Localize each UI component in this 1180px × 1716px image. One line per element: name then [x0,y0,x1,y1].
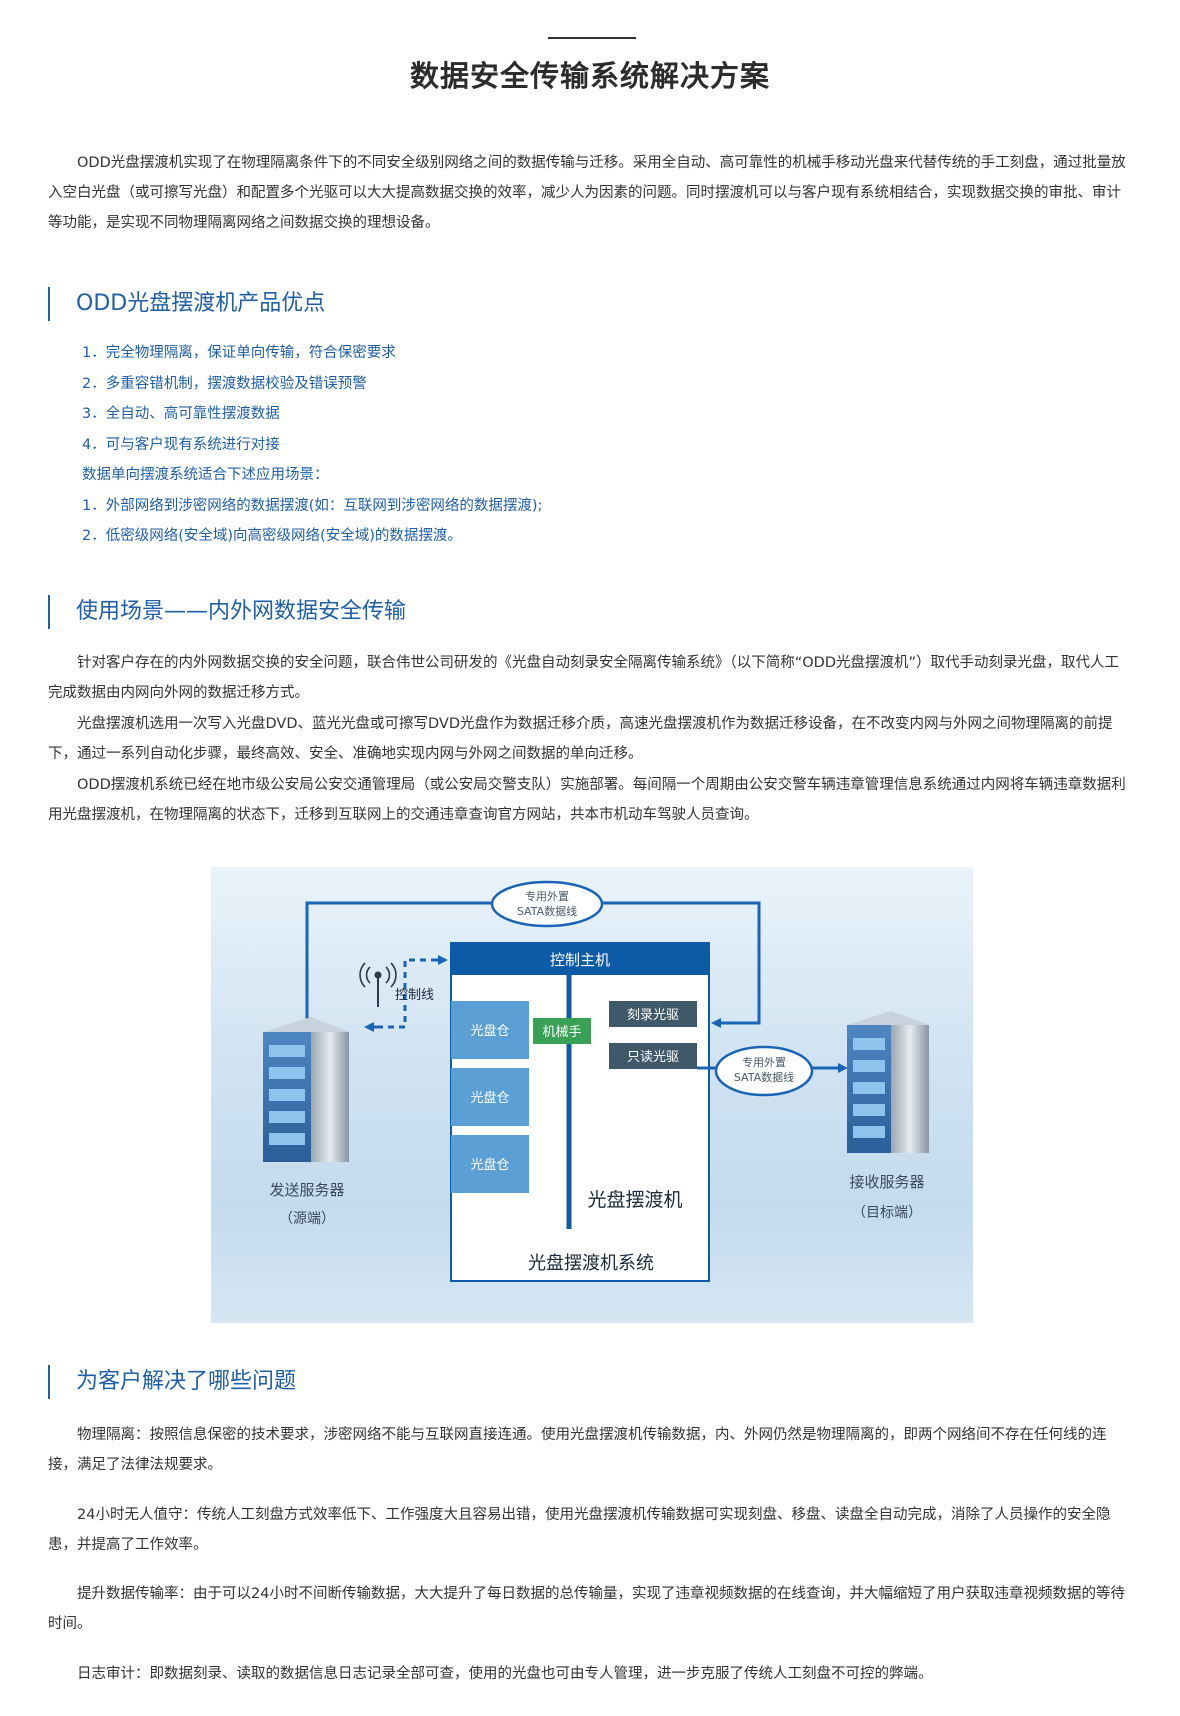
disc-bin-label: 光盘仓 [470,1090,509,1106]
robot-arm-box [533,1018,591,1044]
sender-server-label: 发送服务器 [269,1181,344,1199]
list-item: 4．可与客户现有系统进行对接 [82,436,280,453]
list-item: 1．外部网络到涉密网络的数据摆渡(如：互联网到涉密网络的数据摆渡); [82,497,543,514]
robot-arm-label: 机械手 [542,1025,581,1040]
system-diagram-svg: 控制主机 光盘仓 光盘仓 光盘仓 机械手 刻录光驱 只读光驱 光盘摆渡机 光盘摆… [263,880,929,1282]
list-item: 3．全自动、高可靠性摆渡数据 [82,406,280,422]
control-line-label: 控制线 [395,988,434,1003]
disc-bin-label: 光盘仓 [470,1023,509,1039]
solution-paragraph-throughput: 提升数据传输率：由于可以24小时不间断传输数据，大大提升了每日数据的总传输量，实… [48,1586,1125,1632]
solution-paragraph-audit: 日志审计：即数据刻录、读取的数据信息日志记录全部可查，使用的光盘也可由专人管理，… [77,1666,933,1682]
read-drive-label: 只读光驱 [627,1050,679,1065]
solution-paragraph-unattended: 24小时无人值守：传统人工刻盘方式效率低下、工作强度大且容易出错，使用光盘摆渡机… [48,1507,1111,1553]
section-heading-scenario: 使用场景——内外网数据安全传输 [48,595,406,629]
page-title: 数据安全传输系统解决方案 [409,59,770,93]
sender-server-icon [263,1017,349,1162]
title-top-rule [548,37,636,39]
scenario-paragraph-3: ODD摆渡机系统已经在地市级公安局公安交通管理局（或公安局交警支队）实施部署。每… [48,777,1126,823]
list-item: 2．低密级网络(安全域)向高密级网络(安全域)的数据摆渡。 [82,528,462,544]
system-diagram: 控制主机 光盘仓 光盘仓 光盘仓 机械手 刻录光驱 只读光驱 光盘摆渡机 光盘摆… [211,867,973,1323]
intro-paragraph: ODD光盘摆渡机实现了在物理隔离条件下的不同安全级别网络之间的数据传输与迁移。采… [48,155,1126,231]
antenna-icon [359,962,397,1007]
sata-right-line2: SATA数据线 [734,1070,794,1084]
list-item: 1．完全物理隔离，保证单向传输，符合保密要求 [82,345,396,361]
control-host-bar [451,943,709,975]
receiver-server-icon [847,1011,929,1153]
burn-drive-label: 刻录光驱 [627,1008,679,1023]
scenario-paragraph-2: 光盘摆渡机选用一次写入光盘DVD、蓝光光盘或可擦写DVD光盘作为数据迁移介质，高… [48,716,1113,762]
section-heading-advantages: ODD光盘摆渡机产品优点 [48,287,325,321]
system-label: 光盘摆渡机系统 [528,1253,654,1274]
sata-top-line1: 专用外置 [525,889,569,903]
disc-bin [451,1001,529,1059]
disc-bin [451,1068,529,1126]
advantages-list: 1．完全物理隔离，保证单向传输，符合保密要求 2．多重容错机制，摆渡数据校验及错… [82,338,1082,552]
sata-route-right [603,901,761,1028]
control-line-path [373,958,437,1029]
receiver-server-label: 接收服务器 [849,1173,924,1191]
read-drive-box [609,1043,697,1069]
disc-bin [451,1135,529,1193]
list-item: 2．多重容错机制，摆渡数据校验及错误预警 [82,375,367,392]
solution-paragraph-isolation: 物理隔离：按照信息保密的技术要求，涉密网络不能与互联网直接连通。使用光盘摆渡机传… [48,1427,1107,1473]
disc-bin-label: 光盘仓 [470,1157,509,1173]
sender-server-sublabel: （源端） [279,1211,335,1227]
sata-route-left [305,901,491,1031]
sata-bubble-right [714,1045,814,1097]
scenario-paragraph-1: 针对客户存在的内外网数据交换的安全问题，联合伟世公司研发的《光盘自动刻录安全隔离… [48,655,1120,701]
sata-bubble-top [490,880,604,928]
sata-right-line1: 专用外置 [742,1055,786,1069]
list-item: 数据单向摆渡系统适合下述应用场景： [82,467,329,483]
control-host-label: 控制主机 [550,951,610,969]
receiver-server-sublabel: （目标端） [852,1205,922,1221]
sata-top-line2: SATA数据线 [517,904,577,918]
burn-drive-box [609,1001,697,1027]
section-heading-solutions: 为客户解决了哪些问题 [48,1365,296,1399]
ferry-machine-label: 光盘摆渡机 [587,1189,682,1211]
